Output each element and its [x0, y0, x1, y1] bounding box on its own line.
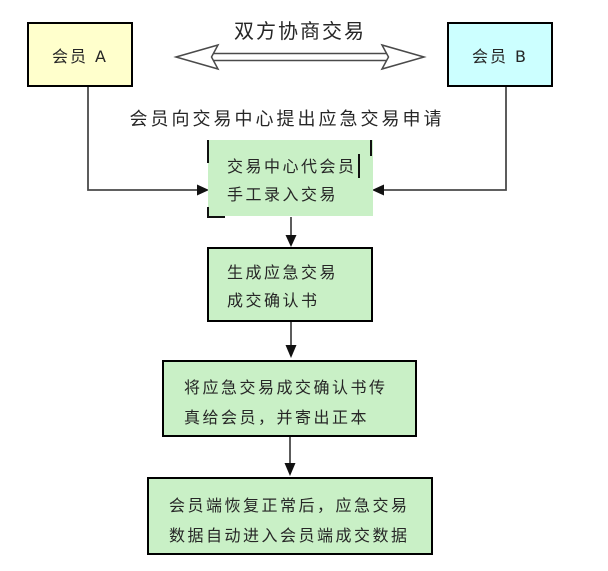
arrowhead-step3-to-step4 [284, 463, 296, 476]
text-frame-handle-top-left [207, 140, 209, 163]
flow-step-data-sync: 会员端恢复正常后，应急交易 数据自动进入会员端成交数据 [147, 477, 433, 555]
member-a-label: 会员 A [51, 46, 109, 66]
arrowhead-step1-to-step2 [285, 235, 297, 247]
flow-step-manual-entry: 交易中心代会员 手工录入交易 [208, 140, 373, 216]
text-cursor [358, 154, 360, 178]
step-line: 手工录入交易 [227, 185, 339, 204]
negotiation-title: 双方协商交易 [234, 19, 366, 43]
member-a-arrowhead [197, 184, 209, 196]
double-arrow-head-left [173, 43, 220, 71]
flow-step-generate-confirmation: 生成应急交易 成交确认书 [207, 247, 373, 322]
arrowhead-step2-to-step3 [285, 345, 297, 358]
text-frame-handle-bottom-left-bar [207, 216, 225, 218]
step-line: 成交确认书 [227, 291, 320, 310]
request-label: 会员向交易中心提出应急交易申请 [129, 109, 445, 130]
flow-step-fax-confirmation: 将应急交易成交确认书传 真给会员，并寄出正本 [162, 360, 417, 437]
member-b-connector [383, 87, 507, 191]
member-b-arrowhead [372, 184, 384, 196]
text-frame-handle-bottom-left [207, 207, 209, 218]
member-a-box: 会员 A [27, 22, 133, 87]
double-arrow-head-right [380, 43, 427, 71]
step-line: 会员端恢复正常后，应急交易 [169, 496, 410, 515]
step-line: 将应急交易成交确认书传 [184, 378, 388, 397]
member-b-box: 会员 B [447, 22, 553, 87]
member-b-label: 会员 B [471, 46, 529, 66]
step-line: 交易中心代会员 [227, 157, 357, 176]
step-line: 真给会员，并寄出正本 [184, 408, 370, 427]
step-line: 生成应急交易 [227, 263, 339, 282]
step-line: 数据自动进入会员端成交数据 [169, 526, 410, 545]
member-a-connector [87, 87, 198, 191]
text-frame-handle-top-right [370, 140, 372, 156]
